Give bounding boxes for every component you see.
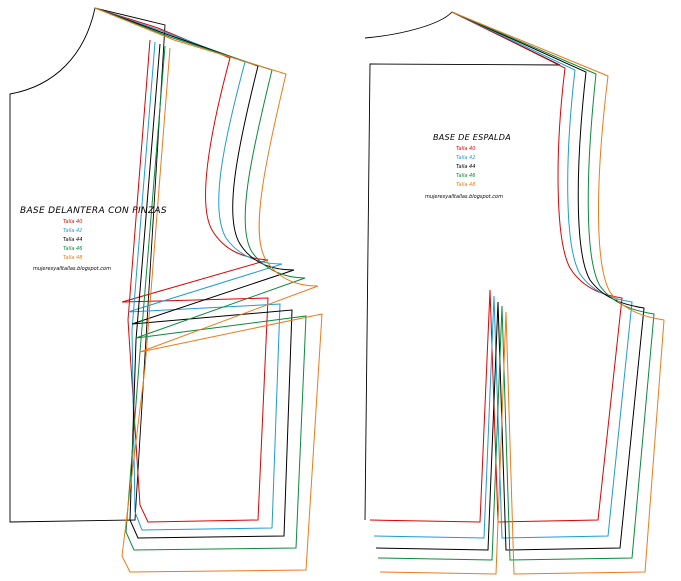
back-blog-url: mujeresyalltallas.blogspot.com <box>425 194 503 200</box>
front-size-44-outline <box>94 7 295 539</box>
back-legend: BASE DE ESPALDA Talla 40 Talla 42 Talla … <box>425 133 511 200</box>
back-size-44-label: Talla 44 <box>456 164 475 170</box>
back-size-40-label: Talla 40 <box>456 146 475 152</box>
front-blog-url: mujeresyalltallas.blogspot.com <box>33 266 111 272</box>
front-size-42-label: Talla 42 <box>63 228 82 234</box>
back-size-42-label: Talla 42 <box>456 155 475 161</box>
back-size-outlines <box>369 11 665 575</box>
front-legend: BASE DELANTERA CON PINZAS Talla 40 Talla… <box>20 206 167 272</box>
back-title: BASE DE ESPALDA <box>433 133 511 142</box>
front-size-46-outline <box>94 7 307 551</box>
front-title: BASE DELANTERA CON PINZAS <box>20 206 167 216</box>
back-size-46-outline <box>377 11 655 561</box>
back-size-48-outline <box>379 11 665 575</box>
front-base-outline <box>9 7 166 523</box>
front-bodice-pattern: BASE DELANTERA CON PINZAS Talla 40 Talla… <box>9 7 323 573</box>
front-size-outlines <box>94 7 323 573</box>
front-size-48-label: Talla 48 <box>63 255 82 261</box>
front-size-40-label: Talla 40 <box>63 219 82 225</box>
back-size-48-label: Talla 48 <box>456 182 475 188</box>
back-size-44-outline <box>375 11 645 551</box>
back-size-40-outline <box>369 11 623 523</box>
front-size-40-outline <box>94 7 269 523</box>
back-size-42-outline <box>373 11 633 539</box>
front-size-46-label: Talla 46 <box>63 246 82 252</box>
back-base-outline <box>364 11 561 521</box>
back-size-46-label: Talla 46 <box>456 173 475 179</box>
front-size-44-label: Talla 44 <box>63 237 82 243</box>
back-bodice-pattern: BASE DE ESPALDA Talla 40 Talla 42 Talla … <box>364 11 665 575</box>
front-size-48-outline <box>94 7 323 573</box>
front-size-42-outline <box>94 7 283 531</box>
